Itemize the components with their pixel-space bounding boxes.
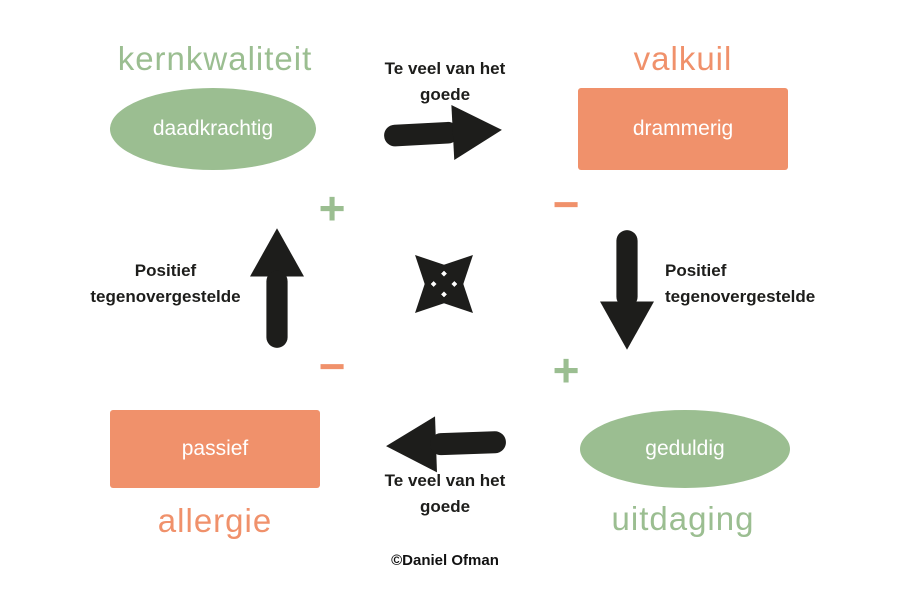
arrow-down-icon <box>600 226 654 352</box>
core-quality-ellipse: daadkrachtig <box>110 88 316 170</box>
label-positive-opposite-left: Positief tegenovergestelde <box>90 261 241 306</box>
allergy-rect: passief <box>110 410 320 488</box>
label-too-much-bottom: Te veel van het goede <box>384 471 506 516</box>
minus-sign-top-right: − <box>552 178 580 230</box>
arrow-right-icon <box>383 101 504 165</box>
pitfall-rect: drammerig <box>578 88 788 170</box>
heading-valkuil: valkuil <box>633 40 733 77</box>
pitfall-label: drammerig <box>632 117 734 140</box>
plus-sign-bottom-right: + <box>552 344 580 396</box>
label-positive-opposite-right: Positief tegenovergestelde <box>665 261 816 306</box>
core-quality-label: daadkrachtig <box>152 117 274 140</box>
arrow-left-icon <box>385 414 507 474</box>
challenge-ellipse: geduldig <box>580 410 790 488</box>
allergy-label: passief <box>181 437 249 460</box>
arrow-up-icon <box>250 226 304 352</box>
challenge-label: geduldig <box>645 437 725 460</box>
heading-kernkwaliteit: kernkwaliteit <box>117 40 313 77</box>
heading-allergie: allergie <box>157 502 273 539</box>
label-too-much-top: Te veel van het goede <box>384 59 506 104</box>
crossed-arrows-icon <box>396 236 492 332</box>
credit: ©Daniel Ofman <box>391 552 499 569</box>
minus-sign-bottom-left: − <box>318 340 346 392</box>
plus-sign-top-left: + <box>318 182 346 234</box>
heading-uitdaging: uitdaging <box>611 500 755 537</box>
